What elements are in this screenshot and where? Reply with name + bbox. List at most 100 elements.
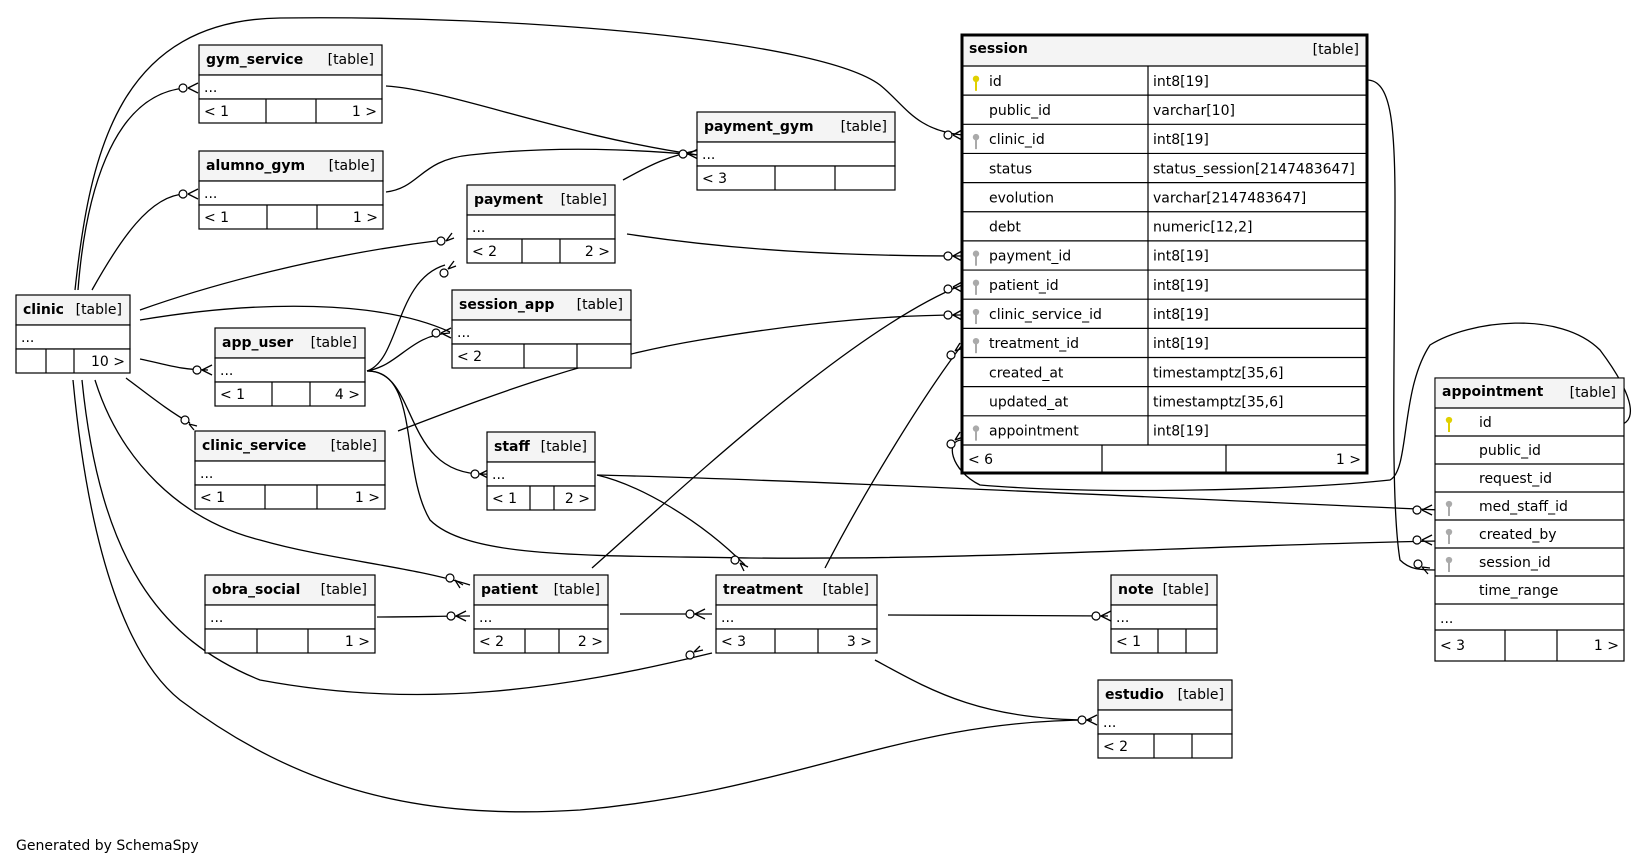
nav-next[interactable]: 1 > xyxy=(353,210,378,226)
table-treatment[interactable]: treatment [table] ... < 3 3 > xyxy=(715,574,878,654)
nav-prev[interactable]: < 2 xyxy=(479,634,504,650)
endpoint-appointment-session-id xyxy=(1413,559,1431,575)
edge-endpoints xyxy=(178,82,1433,726)
table-estudio[interactable]: estudio [table] ... < 2 xyxy=(1097,679,1233,759)
edge-app-user-appointment xyxy=(366,370,1441,559)
column-row: id xyxy=(1445,415,1492,433)
endpoint-payment-from-app-user xyxy=(439,260,457,278)
nav-next[interactable]: 1 > xyxy=(1594,638,1619,654)
column-type: timestamptz[35,6] xyxy=(1153,365,1283,381)
table-name: clinic xyxy=(23,302,64,318)
edge-payment-session xyxy=(626,233,963,257)
table-gym-service[interactable]: gym_service [table] ... < 1 1 > xyxy=(198,44,383,124)
edge-gym-service-payment-gym xyxy=(385,85,699,156)
table-clinic[interactable]: clinic [table] ... 10 > xyxy=(15,294,131,374)
table-name: staff xyxy=(494,439,530,455)
endpoint-appointment-created-by xyxy=(1412,534,1433,546)
table-ellipsis: ... xyxy=(1116,610,1129,626)
column-name: treatment_id xyxy=(989,336,1079,352)
endpoint-session-treatment-id xyxy=(946,342,964,360)
table-session-app[interactable]: session_app [table] ... < 2 xyxy=(451,289,632,369)
table-name: payment xyxy=(474,192,543,208)
table-ellipsis: ... xyxy=(210,610,223,626)
nav-next[interactable]: 2 > xyxy=(565,491,590,507)
edge-clinic-patient xyxy=(94,379,471,586)
endpoint-gym-service xyxy=(178,82,199,94)
table-appointment[interactable]: appointment [table] idpublic_idrequest_i… xyxy=(1434,377,1625,662)
nav-prev[interactable]: < 6 xyxy=(968,452,993,468)
edge-obra-social-patient xyxy=(376,615,471,618)
foreign-key-icon xyxy=(1445,556,1453,573)
nav-next[interactable]: 1 > xyxy=(345,634,370,650)
column-type: int8[19] xyxy=(1153,424,1209,440)
table-staff[interactable]: staff [table] ... < 1 2 > xyxy=(486,431,596,511)
endpoint-session-app xyxy=(431,327,452,339)
column-row: med_staff_id xyxy=(1435,491,1624,517)
table-name: payment_gym xyxy=(704,119,814,135)
table-ellipsis: ... xyxy=(21,330,34,346)
nav-prev[interactable]: < 2 xyxy=(472,244,497,260)
endpoint-note xyxy=(1091,610,1112,622)
endpoint-payment-gym xyxy=(678,148,699,160)
nav-prev[interactable]: < 2 xyxy=(1103,739,1128,755)
nav-prev[interactable]: < 2 xyxy=(457,349,482,365)
table-alumno-gym[interactable]: alumno_gym [table] ... < 1 1 > xyxy=(198,150,384,230)
endpoint-payment-from-clinic xyxy=(436,232,455,246)
nav-next[interactable]: 4 > xyxy=(335,387,360,403)
table-name: session xyxy=(969,41,1028,57)
table-patient[interactable]: patient [table] ... < 2 2 > xyxy=(473,574,609,654)
nav-next[interactable]: 1 > xyxy=(1336,452,1361,468)
nav-prev[interactable]: < 1 xyxy=(1116,634,1141,650)
column-row: created_by xyxy=(1435,519,1624,545)
nav-prev[interactable]: < 1 xyxy=(204,210,229,226)
foreign-key-icon xyxy=(972,337,980,354)
column-type: int8[19] xyxy=(1153,74,1209,90)
nav-prev[interactable]: < 3 xyxy=(702,171,727,187)
foreign-key-icon xyxy=(972,308,980,325)
column-name: status xyxy=(989,161,1032,177)
table-ellipsis: ... xyxy=(472,220,485,236)
nav-prev[interactable]: < 1 xyxy=(492,491,517,507)
table-app-user[interactable]: app_user [table] ... < 1 4 > xyxy=(214,327,366,407)
table-name: patient xyxy=(481,582,538,598)
endpoint-treatment-from-patient xyxy=(685,608,706,620)
endpoint-treatment-from-clinic xyxy=(685,645,704,660)
nav-next[interactable]: 3 > xyxy=(847,634,872,650)
edge-session-appointment xyxy=(1366,79,1441,571)
table-ellipsis: ... xyxy=(220,363,233,379)
column-name: public_id xyxy=(989,103,1051,119)
table-note[interactable]: note [table] ... < 1 xyxy=(1110,574,1218,654)
foreign-key-icon xyxy=(972,279,980,295)
table-payment[interactable]: payment [table] ... < 2 2 > xyxy=(466,184,616,264)
nav-next[interactable]: 10 > xyxy=(91,354,125,370)
endpoint-session-patient-id xyxy=(943,281,963,294)
column-row: time_range xyxy=(1435,575,1624,599)
endpoint-appointment-med-staff xyxy=(1412,504,1433,516)
edge-clinic-treatment xyxy=(81,379,713,696)
column-name: created_by xyxy=(1479,527,1557,543)
nav-prev[interactable]: < 1 xyxy=(220,387,245,403)
primary-key-icon xyxy=(1445,416,1453,433)
nav-next[interactable]: 2 > xyxy=(585,244,610,260)
table-clinic-service[interactable]: clinic_service [table] ... < 1 1 > xyxy=(194,430,386,510)
nav-prev[interactable]: < 3 xyxy=(721,634,746,650)
nav-prev[interactable]: < 1 xyxy=(200,490,225,506)
table-obra-social[interactable]: obra_social [table] ... 1 > xyxy=(204,574,376,654)
edge-alumno-gym-payment-gym xyxy=(385,148,699,193)
table-ellipsis: ... xyxy=(1103,715,1116,731)
table-payment-gym[interactable]: payment_gym [table] ... < 3 xyxy=(696,111,896,191)
nav-prev[interactable]: < 1 xyxy=(204,104,229,120)
edge-clinic-alumno-gym xyxy=(91,193,186,291)
edge-staff-treatment xyxy=(596,474,746,566)
nav-prev[interactable]: < 3 xyxy=(1440,638,1465,654)
table-kind: [table] xyxy=(329,158,375,174)
endpoint-alumno-gym xyxy=(178,188,199,200)
nav-next[interactable]: 1 > xyxy=(355,490,380,506)
endpoint-session-clinic-id xyxy=(943,129,963,141)
nav-next[interactable]: 2 > xyxy=(578,634,603,650)
nav-next[interactable]: 1 > xyxy=(352,104,377,120)
